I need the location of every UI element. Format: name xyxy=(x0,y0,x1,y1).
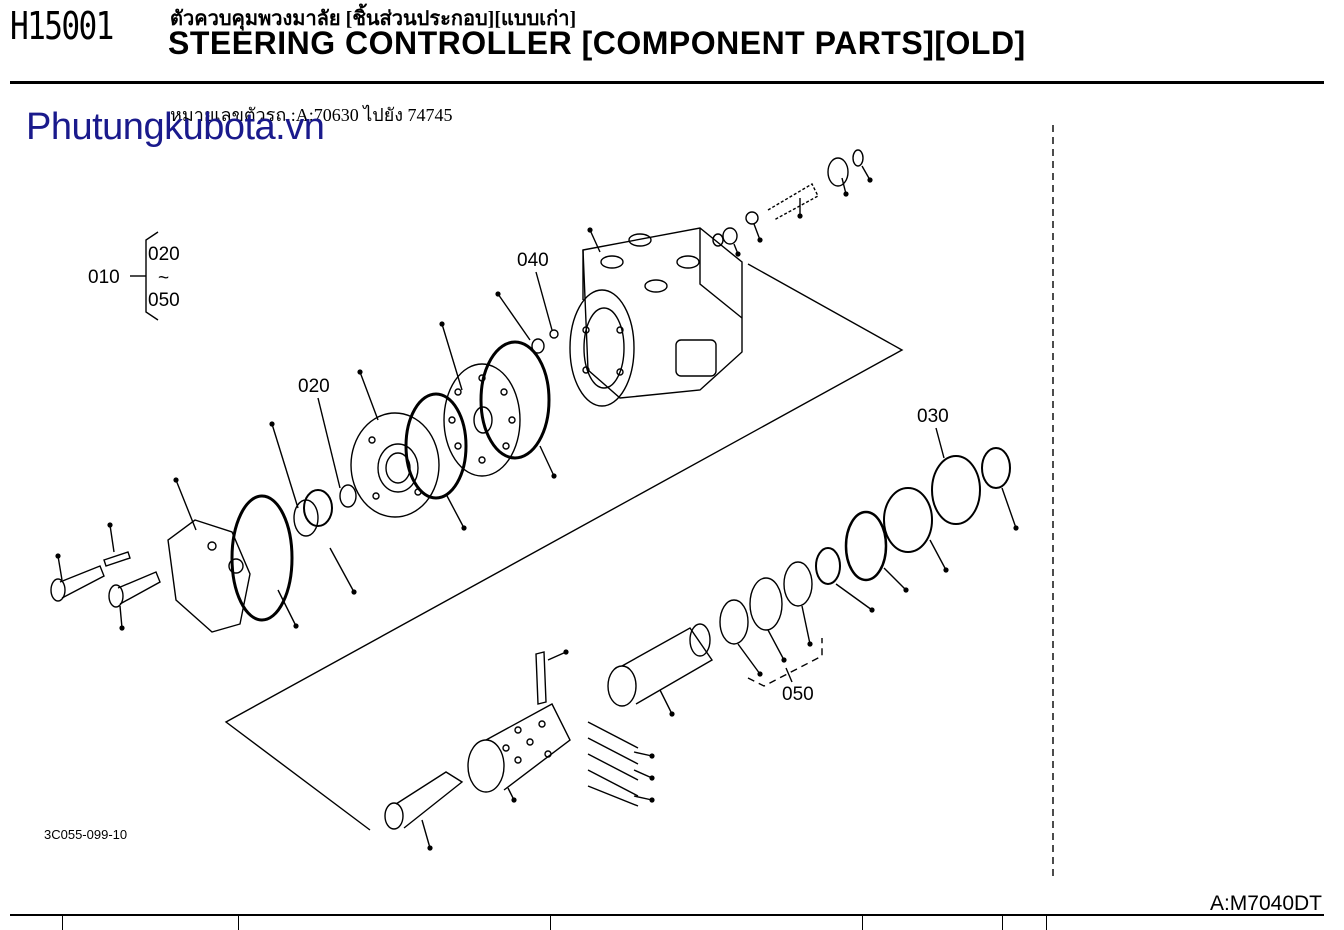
page-title-thai: ตัวควบคุมพวงมาลัย [ชิ้นส่วนประกอบ][แบบเก… xyxy=(170,8,577,30)
table-col-divider xyxy=(1002,916,1003,930)
assembly-outline xyxy=(224,263,904,831)
bearing-ring xyxy=(931,455,981,525)
spool xyxy=(607,623,714,707)
group-bracket xyxy=(130,231,159,321)
dust-seal xyxy=(981,447,1011,489)
table-col-divider xyxy=(862,916,863,930)
bolt-short xyxy=(108,571,161,608)
pin xyxy=(103,551,131,567)
table-col-divider xyxy=(1046,916,1047,930)
o-ring-mid xyxy=(404,392,468,500)
spacer-ring xyxy=(303,489,333,527)
thrust-washer-a xyxy=(783,561,813,607)
header-rule xyxy=(10,81,1324,84)
washer-small xyxy=(339,484,357,508)
table-col-divider xyxy=(550,916,551,930)
callout-leader-050 xyxy=(785,667,793,683)
cross-pin xyxy=(535,651,547,705)
group-bracket-050 xyxy=(747,638,823,687)
parts-table-header xyxy=(10,914,1324,930)
valve-plate xyxy=(443,363,521,477)
callout-020-top: 020 xyxy=(148,244,180,265)
model-code: A:M7040DT xyxy=(1209,892,1322,915)
callout-leader-030 xyxy=(935,427,945,459)
sleeve xyxy=(467,703,571,793)
callout-020: 020 xyxy=(298,376,330,397)
callout-leader-040 xyxy=(535,271,553,331)
set-screw xyxy=(531,338,545,354)
sleeve-housing xyxy=(883,487,933,553)
callout-050: 050 xyxy=(782,684,814,705)
reference-dots xyxy=(55,177,1019,851)
thrust-bearing xyxy=(749,577,783,631)
callout-050-top: 050 xyxy=(148,290,180,311)
controller-housing xyxy=(569,227,743,407)
page-title: STEERING CONTROLLER [COMPONENT PARTS][OL… xyxy=(168,25,1026,61)
bolt-long xyxy=(50,565,105,602)
page-code: H15001 xyxy=(10,4,114,48)
watermark: Phutungkubota.vn xyxy=(26,106,325,148)
callout-010: 010 xyxy=(88,267,120,288)
thrust-washer-b xyxy=(719,599,749,645)
end-cover xyxy=(167,519,251,633)
relief-valve-parts xyxy=(712,149,864,247)
drive-shaft xyxy=(384,771,464,830)
callout-leader-020 xyxy=(317,397,341,489)
bushing xyxy=(293,499,319,537)
table-col-divider xyxy=(238,916,239,930)
gear-rotor xyxy=(350,412,440,518)
o-ring-large xyxy=(479,340,551,460)
table-col-divider xyxy=(62,916,63,930)
figure-code: 3C055-099-10 xyxy=(44,827,128,842)
o-ring-cover xyxy=(230,494,294,622)
callout-tilde: ~ xyxy=(158,268,169,289)
centering-springs xyxy=(587,721,639,807)
ball xyxy=(549,329,559,339)
seal-ring xyxy=(815,547,841,585)
callout-030: 030 xyxy=(917,406,949,427)
callout-040: 040 xyxy=(517,250,549,271)
o-ring-small xyxy=(844,510,888,582)
serial-range-note: หมายเลขตัวรถ.:A:70630 ไปยัง 74745 xyxy=(170,105,453,125)
reference-leaders xyxy=(57,165,1017,849)
